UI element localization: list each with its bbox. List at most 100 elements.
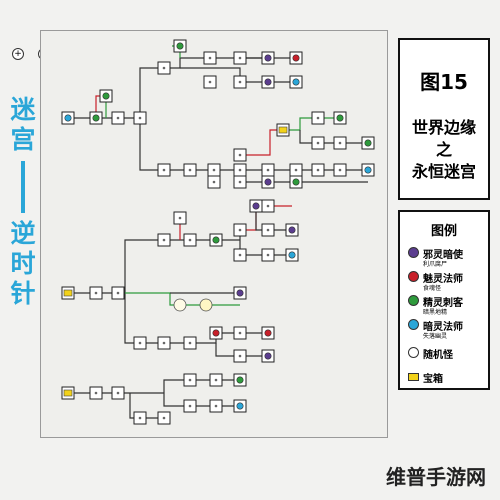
- legend-item-subtitle: 失落幽灵: [423, 333, 448, 340]
- room-dot-icon: [238, 56, 242, 60]
- legend-item-subtitle: 暗黑地精: [423, 309, 448, 316]
- legend-item-name: 宝箱: [423, 374, 443, 385]
- monster-marker-icon: [336, 114, 344, 122]
- room-dot-icon: [214, 378, 218, 382]
- monster-marker-icon: [236, 376, 244, 384]
- room-dot-icon: [316, 116, 320, 120]
- legend-item-name: 魅灵法师: [423, 274, 463, 285]
- monster-marker-icon: [264, 78, 272, 86]
- monster-marker-icon: [102, 92, 110, 100]
- room-dot-icon: [238, 253, 242, 257]
- figure-title-box: 图15 世界边缘 之 永恒迷宫: [398, 38, 490, 200]
- figure-title-line2: 之: [435, 140, 452, 159]
- side-title-char: 迷: [10, 95, 36, 124]
- maze-path: [163, 379, 240, 393]
- monster-marker-icon: [288, 251, 296, 259]
- maze-path: [139, 118, 164, 171]
- room-dot-icon: [266, 228, 270, 232]
- monster-marker-icon: [212, 236, 220, 244]
- maze-path: [163, 393, 240, 407]
- room-dot-icon: [116, 291, 120, 295]
- legend-item-subtitle: 利爪腐尸: [423, 261, 448, 268]
- monster-marker-icon: [236, 289, 244, 297]
- maze-path: [283, 117, 340, 131]
- room-dot-icon: [238, 331, 242, 335]
- room-dot-icon: [338, 141, 342, 145]
- monster-marker-icon: [252, 202, 260, 210]
- room-dot-icon: [138, 116, 142, 120]
- room-dot-icon: [238, 153, 242, 157]
- waypoint-node-icon: [199, 298, 213, 312]
- room-dot-icon: [116, 116, 120, 120]
- room-dot-icon: [116, 391, 120, 395]
- figure-title-line1: 世界边缘: [411, 118, 476, 137]
- figure-title-line3: 永恒迷宫: [411, 162, 476, 181]
- monster-marker-icon: [292, 54, 300, 62]
- side-title-char: 逆: [10, 219, 36, 248]
- monster-dot-icon: [408, 271, 419, 282]
- room-dot-icon: [208, 56, 212, 60]
- maze-path: [215, 343, 268, 357]
- room-dot-icon: [212, 168, 216, 172]
- monster-marker-icon: [288, 226, 296, 234]
- room-dot-icon: [188, 341, 192, 345]
- monster-marker-icon: [236, 402, 244, 410]
- monster-marker-icon: [264, 329, 272, 337]
- monster-marker-icon: [176, 42, 184, 50]
- side-title-char: 宫: [10, 125, 36, 154]
- room-dot-icon: [212, 180, 216, 184]
- monster-marker-icon: [64, 114, 72, 122]
- monster-marker-icon: [364, 166, 372, 174]
- legend-box: 图例 邪灵暗使利爪腐尸魅灵法师食魂怪精灵刺客暗黑地精暗灵法师失落幽灵随机怪宝箱: [398, 210, 490, 390]
- zoom-in-button[interactable]: +: [12, 48, 24, 60]
- room-dot-icon: [316, 141, 320, 145]
- room-dot-icon: [162, 168, 166, 172]
- room-dot-icon: [316, 168, 320, 172]
- room-dot-icon: [238, 228, 242, 232]
- legend-item-name: 精灵刺客: [423, 298, 463, 309]
- monster-marker-icon: [264, 178, 272, 186]
- maze-diagram: [61, 39, 375, 425]
- maze-path: [239, 170, 368, 183]
- room-dot-icon: [178, 216, 182, 220]
- maze-path: [68, 67, 164, 119]
- maze-path: [68, 239, 164, 294]
- room-dot-icon: [238, 80, 242, 84]
- room-dot-icon: [238, 354, 242, 358]
- monster-marker-icon: [292, 178, 300, 186]
- monster-marker-icon: [264, 54, 272, 62]
- monster-dot-icon: [408, 347, 419, 358]
- room-dot-icon: [266, 253, 270, 257]
- room-dot-icon: [188, 238, 192, 242]
- legend-title: 图例: [430, 224, 457, 239]
- maze-path: [125, 292, 240, 306]
- room-dot-icon: [162, 238, 166, 242]
- maze-map-panel: [40, 30, 388, 438]
- monster-marker-icon: [92, 114, 100, 122]
- maze-path: [239, 230, 292, 256]
- monster-marker-icon: [364, 139, 372, 147]
- room-dot-icon: [138, 416, 142, 420]
- maze-path: [129, 393, 164, 419]
- legend-item-name: 邪灵暗使: [423, 250, 463, 261]
- monster-marker-icon: [212, 329, 220, 337]
- waypoint-node-icon: [173, 298, 187, 312]
- side-title-char: 针: [10, 279, 36, 308]
- room-dot-icon: [338, 168, 342, 172]
- side-title: 迷 宫 逆 时 针: [6, 95, 40, 309]
- room-dot-icon: [294, 168, 298, 172]
- monster-dot-icon: [408, 319, 419, 330]
- chest-swatch-icon: [408, 373, 419, 381]
- side-title-char: 时: [10, 249, 36, 278]
- room-dot-icon: [94, 291, 98, 295]
- room-dot-icon: [94, 391, 98, 395]
- room-dot-icon: [266, 168, 270, 172]
- room-dot-icon: [266, 204, 270, 208]
- legend-item-name: 暗灵法师: [423, 322, 463, 333]
- maze-path: [164, 57, 296, 69]
- room-dot-icon: [162, 416, 166, 420]
- room-dot-icon: [214, 404, 218, 408]
- room-dot-icon: [208, 80, 212, 84]
- monster-marker-icon: [264, 352, 272, 360]
- legend-item-name: 随机怪: [423, 350, 453, 361]
